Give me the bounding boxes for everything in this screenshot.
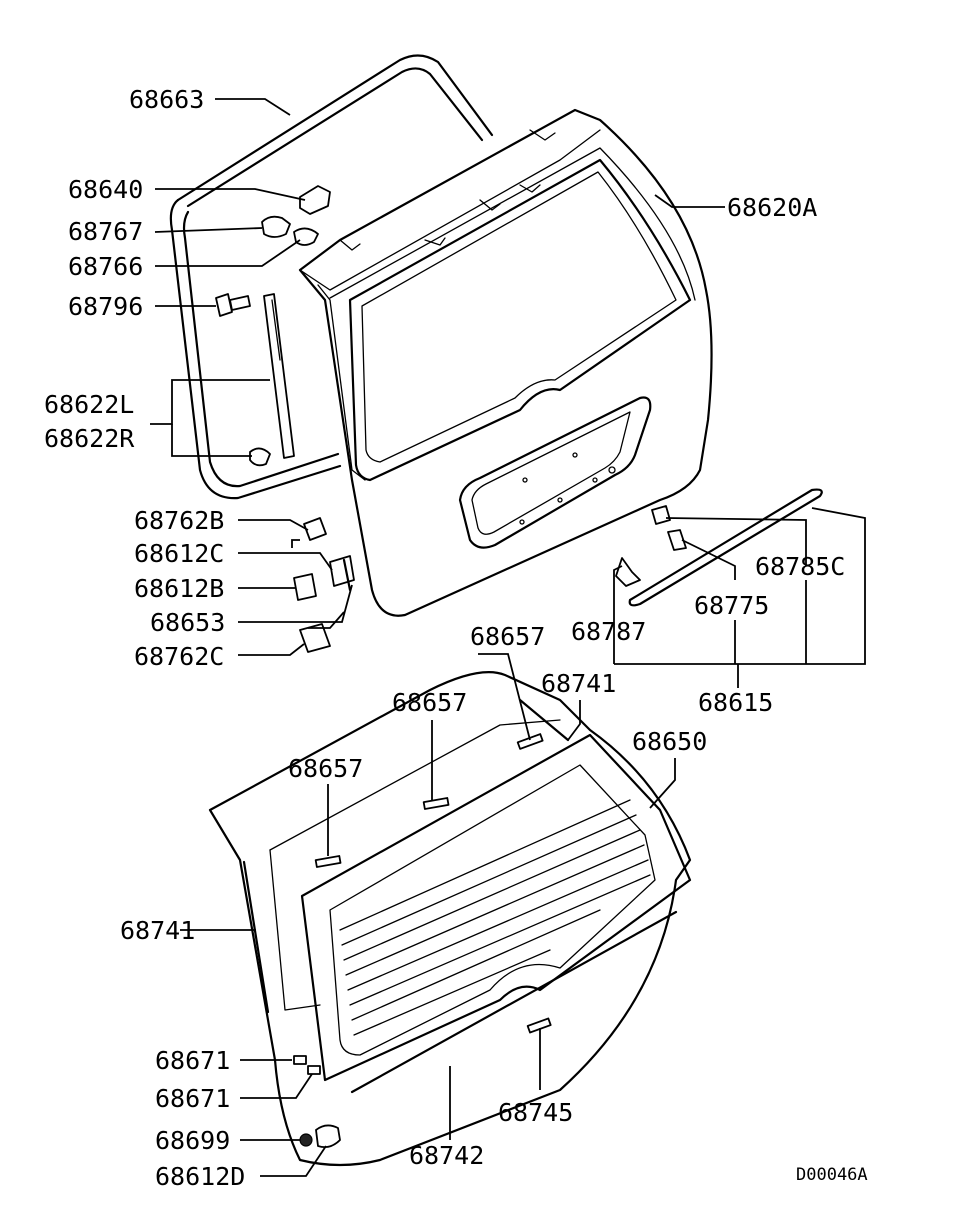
label-68622R: 68622R <box>44 424 135 453</box>
label-68767: 68767 <box>68 217 143 246</box>
leader-lines <box>150 98 866 1177</box>
label-68762B: 68762B <box>134 506 224 535</box>
label-68775: 68775 <box>694 591 769 620</box>
label-68745: 68745 <box>498 1098 573 1127</box>
part-shapes-upper <box>215 185 823 653</box>
label-68657-left: 68657 <box>288 754 363 783</box>
label-68787: 68787 <box>571 617 646 646</box>
label-68741-top: 68741 <box>541 669 616 698</box>
inner-trim-panel <box>208 671 692 1167</box>
label-68762C: 68762C <box>134 642 224 671</box>
label-68699: 68699 <box>155 1126 230 1155</box>
label-68796: 68796 <box>68 292 143 321</box>
label-68766: 68766 <box>68 252 143 281</box>
label-68615: 68615 <box>698 688 773 717</box>
label-68671-lower: 68671 <box>155 1084 230 1113</box>
label-68653: 68653 <box>150 608 225 637</box>
label-68785C: 68785C <box>755 552 845 581</box>
rear-glass-68650 <box>242 698 692 1149</box>
label-68671-upper: 68671 <box>155 1046 230 1075</box>
diagram-code: D00046A <box>796 1165 868 1185</box>
part-labels: 68663 68640 68767 68766 68796 68622L 686… <box>44 85 868 1191</box>
label-68742: 68742 <box>409 1141 484 1170</box>
label-68640: 68640 <box>68 175 143 204</box>
weatherstrip-68663 <box>169 54 494 500</box>
tailgate-68620A <box>298 108 713 617</box>
label-68650: 68650 <box>632 727 707 756</box>
label-68620A: 68620A <box>727 193 817 222</box>
label-68612B: 68612B <box>134 574 224 603</box>
label-68612C: 68612C <box>134 539 224 568</box>
label-68612D: 68612D <box>155 1162 245 1191</box>
label-68657-center: 68657 <box>392 688 467 717</box>
label-68657-right: 68657 <box>470 622 545 651</box>
label-68663: 68663 <box>129 85 204 114</box>
label-68622L: 68622L <box>44 390 134 419</box>
label-68741-left: 68741 <box>120 916 195 945</box>
